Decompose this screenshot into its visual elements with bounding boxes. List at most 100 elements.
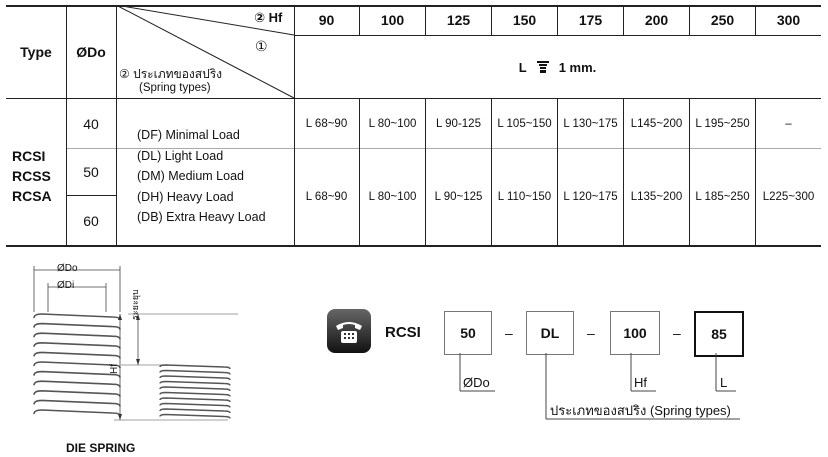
order-dash: – xyxy=(587,325,595,341)
hf-col-line xyxy=(359,5,360,35)
body-col-line xyxy=(425,98,426,247)
row-40-cell: L 130~175 xyxy=(563,117,618,130)
col-line-load xyxy=(294,5,295,247)
spring-coil xyxy=(33,351,121,359)
spring-coil xyxy=(33,322,121,330)
length-unit-note: L 1 mm. xyxy=(294,36,821,98)
spring-coil xyxy=(33,341,121,349)
table-top-border xyxy=(6,5,821,7)
compressed-spring-coil xyxy=(159,386,231,392)
load-type: (DB) Extra Heavy Load xyxy=(137,210,266,224)
spring-coil xyxy=(33,370,121,378)
spring-coil xyxy=(33,361,121,369)
hf-header-value: 100 xyxy=(380,12,405,28)
compressed-spring-coil xyxy=(159,375,231,381)
table-bottom-border xyxy=(6,245,821,247)
order-prefix: RCSI xyxy=(385,324,421,341)
hf-col-line xyxy=(425,5,426,35)
type-name: RCSI xyxy=(12,148,46,164)
type-names: RCSI RCSS RCSA xyxy=(12,146,52,206)
compressed-spring-coil xyxy=(159,364,231,370)
load-type: (DM) Medium Load xyxy=(137,169,244,183)
load-type: (DH) Heavy Load xyxy=(137,189,234,204)
row-50-60-cell: L225~300 xyxy=(762,191,815,203)
row-50-60-cell: L 120~175 xyxy=(563,191,618,203)
body-col-line xyxy=(557,98,558,247)
spring-types-en: (Spring types) xyxy=(139,82,211,94)
hf-col-line xyxy=(491,5,492,35)
do-value-40: 40 xyxy=(83,115,99,132)
marker-one: ① xyxy=(255,38,268,54)
compressed-spring-coil xyxy=(159,369,231,375)
row-50-60-cell: L 90~125 xyxy=(434,191,483,203)
hf-col-line xyxy=(623,5,624,35)
hf-marker: ② Hf xyxy=(254,10,283,25)
spring-coil xyxy=(33,332,121,340)
compressed-spring-coil xyxy=(159,391,231,397)
spring-coil xyxy=(33,380,121,388)
hf-header-value: 250 xyxy=(710,12,735,28)
order-dash: – xyxy=(505,325,513,341)
hf-header-value: 150 xyxy=(512,12,537,28)
row-50-60-cell: L 185~250 xyxy=(695,191,750,203)
load-type: (DF) Minimal Load xyxy=(137,128,240,142)
body-col-line xyxy=(491,98,492,247)
row-40-cell: L 90-125 xyxy=(436,117,481,130)
order-label-do: ØDo xyxy=(463,375,490,390)
hf-header-value: 200 xyxy=(644,12,669,28)
row-40-cell: L 105~150 xyxy=(497,117,552,130)
spring-coil xyxy=(33,409,121,417)
header-separator xyxy=(6,98,821,99)
compressed-spring-coil xyxy=(159,408,231,414)
row-40-separator xyxy=(66,148,821,149)
diagram-do-label: ØDo xyxy=(57,263,78,274)
compressed-spring-coil xyxy=(159,397,231,403)
body-col-line xyxy=(623,98,624,247)
length-unit-prefix: L xyxy=(518,59,527,75)
type-name: RCSS xyxy=(12,168,51,184)
load-type-list: (DF) Minimal Load (DL) Light Load (DM) M… xyxy=(137,125,266,228)
row-40-cell: L 68~90 xyxy=(305,117,348,130)
hf-col-line xyxy=(689,5,690,35)
step-icon xyxy=(536,61,549,73)
type-header: Type xyxy=(20,43,52,60)
order-dash: – xyxy=(673,325,681,341)
order-label-spring-types: ประเภทของสปริง (Spring types) xyxy=(550,403,731,418)
order-label-l: L xyxy=(720,375,728,390)
body-col-line xyxy=(689,98,690,247)
spring-types-thai: ② ประเภทของสปริง xyxy=(119,67,223,81)
order-label-hf: Hf xyxy=(634,375,647,390)
order-field-l: 85 xyxy=(694,311,744,357)
diagram-caption: DIE SPRING xyxy=(66,441,136,455)
diagram-stroke-label: ระยะยุบ xyxy=(130,289,140,320)
row-40-cell: L 195~250 xyxy=(695,117,750,130)
row-50-60-cell: L 80~100 xyxy=(368,191,417,203)
hf-row-separator xyxy=(294,35,821,36)
hf-header-value: 175 xyxy=(578,12,603,28)
row-40-cell: – xyxy=(785,117,792,130)
col-line-type xyxy=(66,5,67,247)
hf-header-value: 90 xyxy=(318,12,335,28)
corner-diagonals xyxy=(116,5,294,99)
die-spring-diagram xyxy=(33,266,238,421)
spring-coil xyxy=(33,389,121,397)
order-field-do: 50 xyxy=(444,311,492,355)
spec-table: Type ØDo ② Hf ① ② ประเภทของสปริง (Spring… xyxy=(6,5,821,247)
type-name: RCSA xyxy=(12,188,52,204)
compressed-spring-coil xyxy=(159,413,231,419)
hf-col-line xyxy=(557,5,558,35)
body-col-line xyxy=(755,98,756,247)
phone-icon xyxy=(327,309,371,353)
do-value-50: 50 xyxy=(83,164,99,180)
load-type: (DL) Light Load xyxy=(137,148,224,163)
order-connector-lines xyxy=(459,353,740,420)
do-value-60: 60 xyxy=(83,212,99,229)
hf-header-value: 125 xyxy=(446,12,471,28)
diagram-hf-label: Hf xyxy=(109,364,120,374)
compressed-spring-coil xyxy=(159,402,231,408)
body-col-line xyxy=(359,98,360,247)
row-50-separator xyxy=(66,195,116,196)
row-40-cell: L 80~100 xyxy=(368,117,417,130)
length-unit-suffix: 1 mm. xyxy=(558,59,597,75)
order-field-hf: 100 xyxy=(610,311,660,355)
